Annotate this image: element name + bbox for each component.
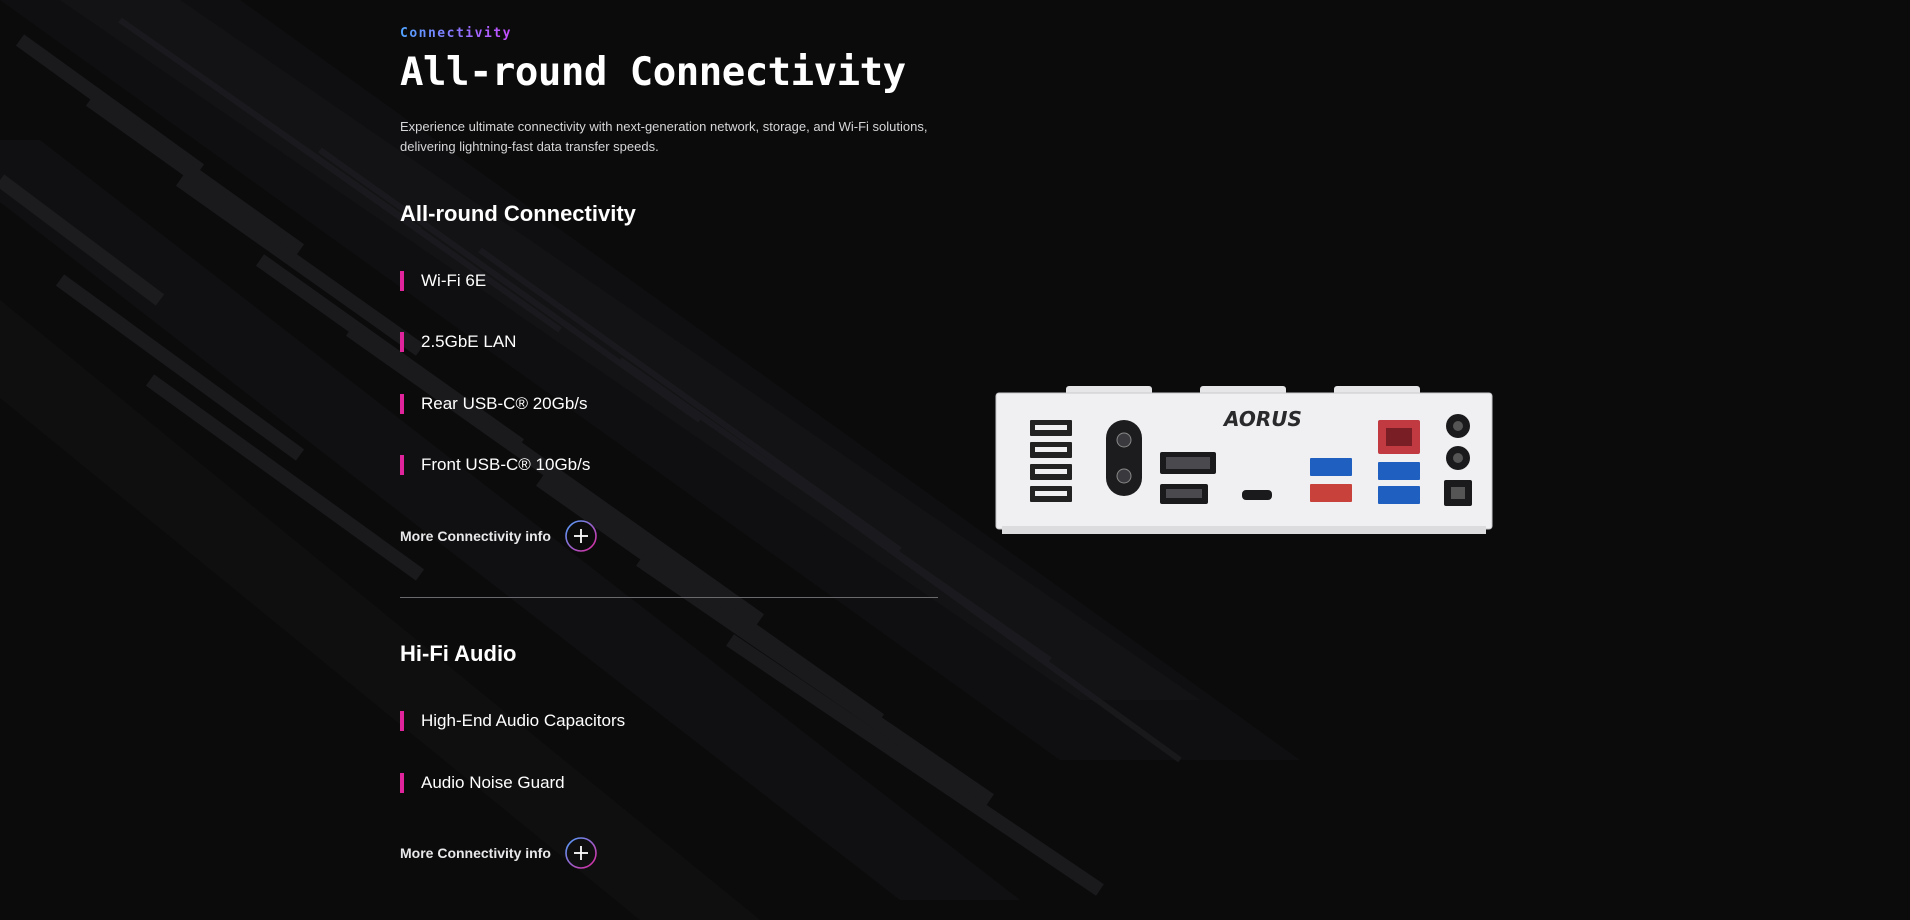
section-title-audio: Hi-Fi Audio bbox=[400, 641, 517, 666]
feature-accent-bar bbox=[400, 773, 404, 793]
feature-label: Audio Noise Guard bbox=[421, 773, 565, 792]
more-info-label: More Connectivity info bbox=[400, 528, 551, 544]
lan-icon bbox=[1378, 420, 1420, 454]
feature-item: 2.5GbE LAN bbox=[400, 331, 516, 353]
hdmi-icon bbox=[1160, 484, 1208, 504]
feature-label: High-End Audio Capacitors bbox=[421, 711, 626, 730]
dp-icon bbox=[1160, 452, 1216, 474]
description: Experience ultimate connectivity with ne… bbox=[400, 119, 928, 154]
spdif-icon bbox=[1444, 480, 1472, 506]
more-connectivity-info-button[interactable]: More Connectivity info bbox=[400, 837, 597, 869]
io-shield-image: AORUS bbox=[994, 384, 1494, 540]
feature-label: Rear USB-C® 20Gb/s bbox=[421, 394, 588, 413]
feature-accent-bar bbox=[400, 271, 404, 291]
feature-accent-bar bbox=[400, 332, 404, 352]
brand-logo: AORUS bbox=[1222, 407, 1302, 431]
wifi-icon bbox=[1106, 420, 1142, 496]
feature-label: Front USB-C® 10Gb/s bbox=[421, 455, 591, 474]
feature-item: Audio Noise Guard bbox=[400, 772, 565, 794]
page-title: All-round Connectivity bbox=[400, 50, 906, 95]
feature-label: Wi-Fi 6E bbox=[421, 271, 487, 290]
section-divider bbox=[400, 597, 938, 598]
feature-label: 2.5GbE LAN bbox=[421, 332, 517, 351]
audio-jack-icon bbox=[1446, 414, 1470, 470]
feature-accent-bar bbox=[400, 711, 404, 731]
section-title-connectivity: All-round Connectivity bbox=[400, 201, 636, 226]
feature-accent-bar bbox=[400, 455, 404, 475]
eyebrow-label: Connectivity bbox=[400, 26, 512, 41]
plus-icon[interactable] bbox=[565, 520, 597, 552]
feature-accent-bar bbox=[400, 394, 404, 414]
feature-item: Wi-Fi 6E bbox=[400, 270, 486, 292]
feature-item: High-End Audio Capacitors bbox=[400, 710, 625, 732]
more-info-label: More Connectivity info bbox=[400, 845, 551, 861]
plus-icon[interactable] bbox=[565, 837, 597, 869]
more-connectivity-info-button[interactable]: More Connectivity info bbox=[400, 520, 597, 552]
feature-item: Rear USB-C® 20Gb/s bbox=[400, 393, 588, 415]
feature-item: Front USB-C® 10Gb/s bbox=[400, 454, 590, 476]
